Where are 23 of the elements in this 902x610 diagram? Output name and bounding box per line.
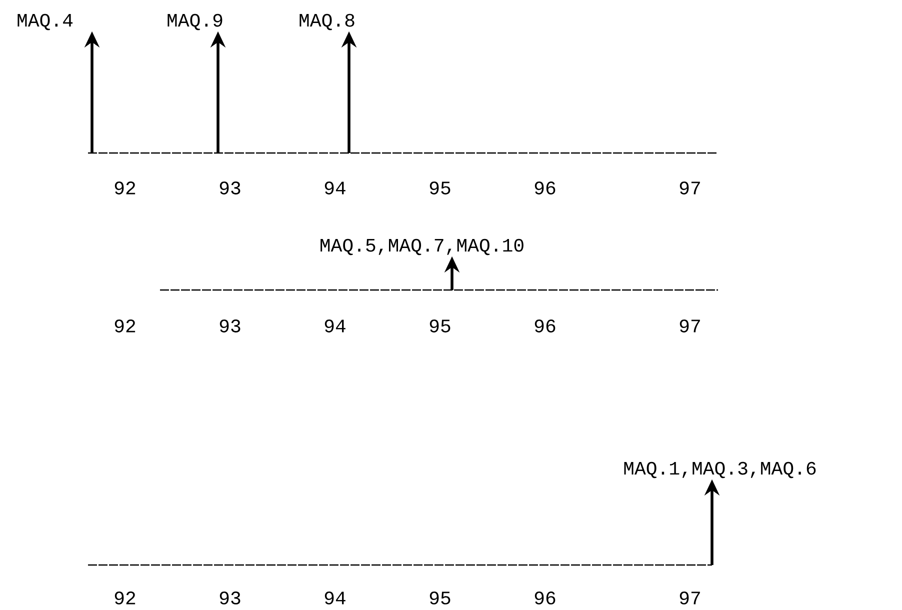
machine-label: MAQ.8 bbox=[300, 14, 354, 30]
year-label: 97 bbox=[680, 320, 700, 332]
year-label: 92 bbox=[114, 182, 136, 194]
year-label: 95 bbox=[430, 592, 450, 604]
year-label: 96 bbox=[534, 182, 556, 194]
machine-label: MAQ.1,MAQ.3,MAQ.6 bbox=[624, 462, 816, 478]
year-label: 97 bbox=[680, 182, 700, 194]
year-label: 94 bbox=[324, 182, 346, 194]
year-label: 94 bbox=[324, 592, 346, 604]
year-label: 92 bbox=[114, 592, 136, 604]
machine-label: MAQ.9 bbox=[168, 14, 222, 30]
year-label: 95 bbox=[430, 320, 450, 332]
year-label: 95 bbox=[430, 182, 450, 194]
year-label: 96 bbox=[534, 592, 556, 604]
machine-label: MAQ.4 bbox=[18, 14, 73, 30]
year-label: 93 bbox=[220, 182, 240, 194]
year-label: 97 bbox=[680, 592, 700, 604]
year-label: 93 bbox=[220, 592, 240, 604]
machine-label: MAQ.5,MAQ.7,MAQ.10 bbox=[320, 238, 524, 256]
year-label: 92 bbox=[114, 320, 136, 332]
year-label: 94 bbox=[324, 320, 346, 332]
year-label: 96 bbox=[534, 320, 556, 332]
year-label: 93 bbox=[220, 320, 240, 332]
